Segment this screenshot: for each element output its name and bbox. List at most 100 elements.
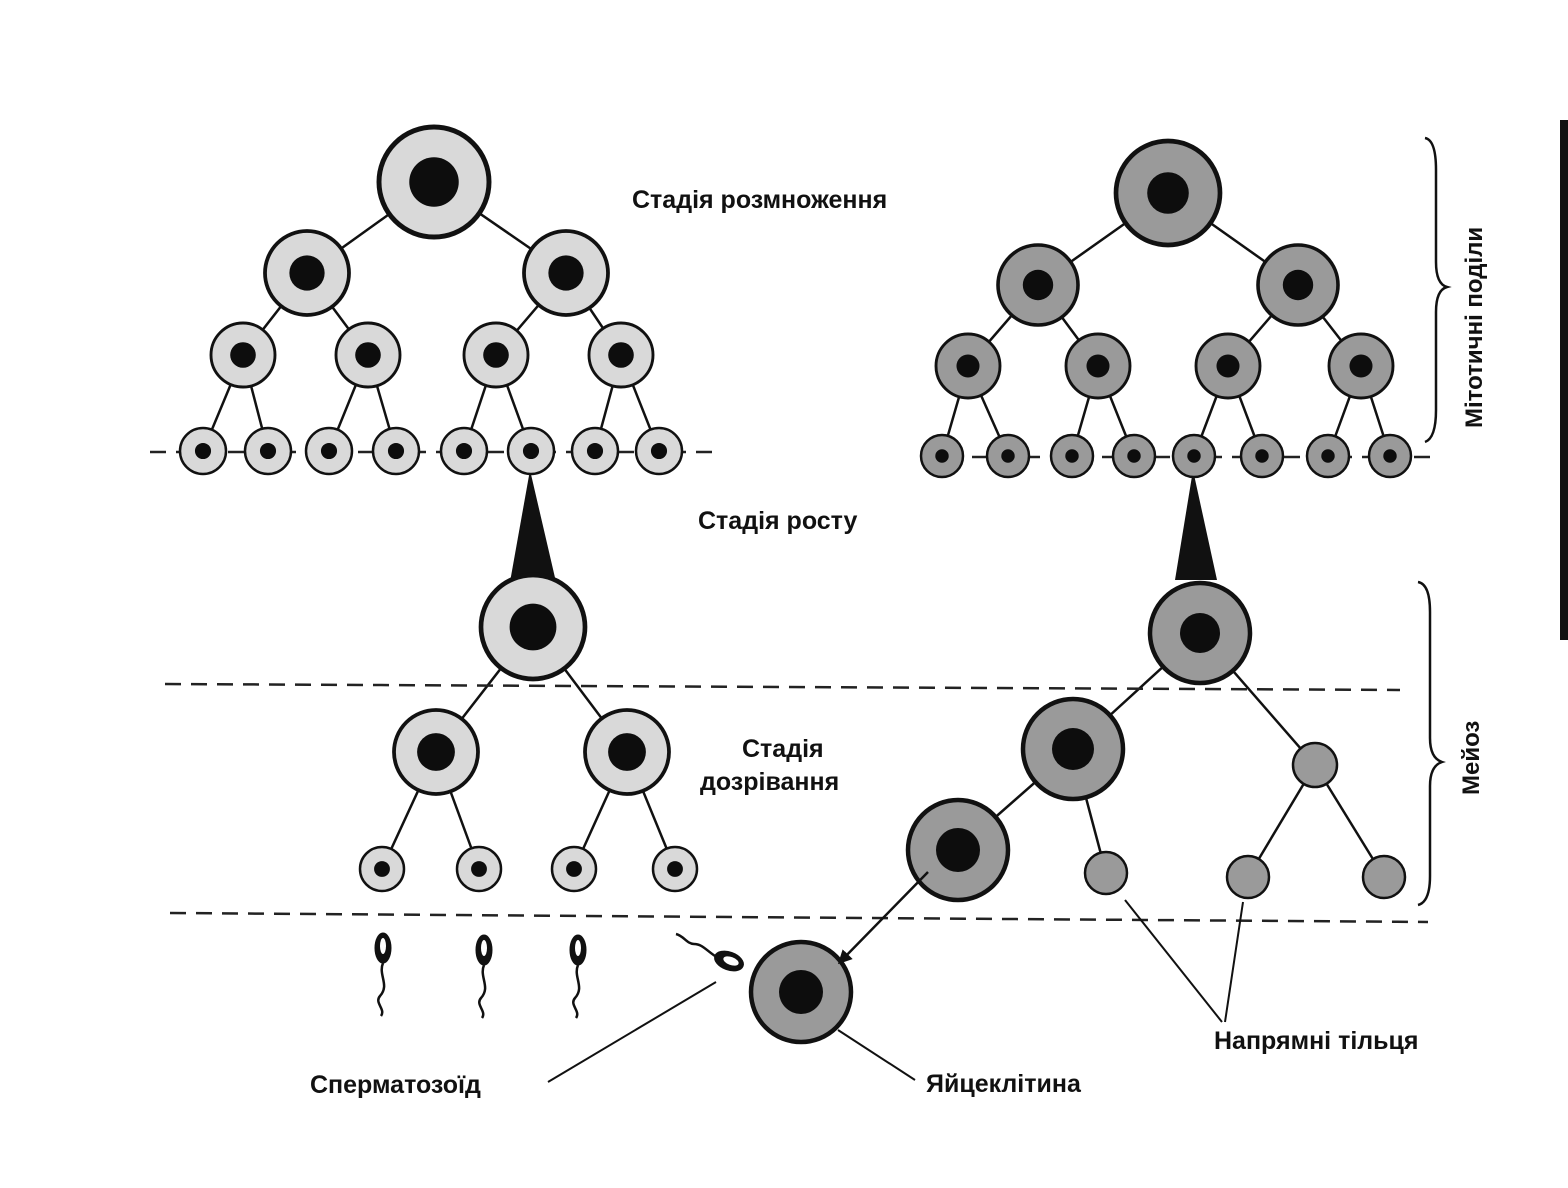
nucleus bbox=[779, 970, 823, 1014]
reproduction-stage-label: Стадія розмноження bbox=[632, 186, 887, 214]
nucleus bbox=[409, 157, 459, 207]
nucleus bbox=[522, 442, 540, 460]
nucleus bbox=[509, 603, 557, 651]
spermatid-cell bbox=[651, 845, 699, 893]
spermatid-cell bbox=[358, 845, 406, 893]
nucleus bbox=[355, 342, 381, 368]
nucleus bbox=[548, 255, 584, 291]
spermatogonium-cell bbox=[376, 124, 492, 240]
nucleus bbox=[230, 342, 256, 368]
egg-cell bbox=[748, 939, 854, 1045]
growth-wedge-male bbox=[510, 470, 556, 582]
secondary-spermatocyte-cell bbox=[583, 708, 671, 796]
nucleus bbox=[455, 442, 473, 460]
nucleus bbox=[936, 828, 980, 872]
mitotic-divisions-label: Мітотичні поділи bbox=[1461, 227, 1488, 428]
nucleus bbox=[1086, 354, 1110, 378]
oogonium-cell bbox=[985, 433, 1031, 479]
nucleus bbox=[417, 733, 455, 771]
leader-lines bbox=[547, 899, 1244, 1083]
sperm-cell bbox=[475, 934, 493, 1019]
nucleus bbox=[387, 442, 405, 460]
nucleus bbox=[1255, 449, 1269, 463]
oogonium-cell bbox=[1327, 332, 1395, 400]
growth-stage-label: Стадія росту bbox=[698, 507, 858, 535]
oogonium-cell bbox=[1049, 433, 1095, 479]
polar-body-leader bbox=[1224, 901, 1244, 1023]
sperm-cells bbox=[374, 932, 744, 1019]
nucleus bbox=[1349, 354, 1373, 378]
spermatogonium-cell bbox=[243, 426, 293, 476]
maturation-stage-label-line1: Стадія bbox=[742, 735, 824, 763]
oogonium-cell bbox=[1194, 332, 1262, 400]
polar-body-cell bbox=[1225, 854, 1271, 900]
nucleus bbox=[194, 442, 212, 460]
separator-line bbox=[169, 911, 1429, 924]
spermatogonium-cell bbox=[209, 321, 277, 389]
spermatogonium-cell bbox=[439, 426, 489, 476]
secondary-spermatocyte-cell bbox=[392, 708, 480, 796]
nucleus bbox=[1383, 449, 1397, 463]
nucleus bbox=[1187, 449, 1201, 463]
oogonium-cell bbox=[934, 332, 1002, 400]
polar-body-cell bbox=[1291, 741, 1339, 789]
sperm-cell-fertilizing bbox=[675, 932, 744, 972]
primary-oocyte-cell bbox=[1147, 580, 1253, 686]
nucleus bbox=[483, 342, 509, 368]
nucleus bbox=[586, 442, 604, 460]
spermatogonium-cell bbox=[570, 426, 620, 476]
cells bbox=[178, 124, 1413, 1045]
nucleus bbox=[471, 861, 487, 877]
nucleus bbox=[1052, 728, 1094, 770]
oogonium-cell bbox=[1111, 433, 1157, 479]
oogonium-cell bbox=[1113, 138, 1223, 248]
nucleus bbox=[1147, 172, 1189, 214]
spermatogonium-cell bbox=[334, 321, 402, 389]
primary-spermatocyte-cell bbox=[478, 572, 588, 682]
nucleus bbox=[608, 733, 646, 771]
nucleus bbox=[608, 342, 634, 368]
spermatogonium-cell bbox=[371, 426, 421, 476]
nucleus bbox=[935, 449, 949, 463]
oogonium-cell bbox=[996, 243, 1080, 327]
nucleus bbox=[1321, 449, 1335, 463]
nucleus bbox=[1022, 269, 1054, 301]
nucleus bbox=[1282, 269, 1314, 301]
mitosis-brace bbox=[1424, 136, 1452, 444]
spermatogonium-cell bbox=[587, 321, 655, 389]
polar-body-leader bbox=[1124, 899, 1223, 1023]
spermatogonium-cell bbox=[634, 426, 684, 476]
maturation-stage-label-line2: дозрівання bbox=[700, 768, 839, 796]
growth-wedge-female bbox=[1175, 470, 1217, 580]
nucleus bbox=[956, 354, 980, 378]
spermatogonium-cell bbox=[522, 229, 610, 317]
nucleus bbox=[1216, 354, 1240, 378]
oogonium-cell bbox=[919, 433, 965, 479]
oogonium-cell bbox=[1367, 433, 1413, 479]
separator-line bbox=[164, 682, 1401, 692]
oogonium-cell bbox=[1305, 433, 1351, 479]
nucleus bbox=[650, 442, 668, 460]
nucleus bbox=[259, 442, 277, 460]
nucleus bbox=[289, 255, 325, 291]
spermatogonium-cell bbox=[263, 229, 351, 317]
polar-bodies-label: Напрямні тільця bbox=[1214, 1027, 1418, 1055]
nucleus bbox=[566, 861, 582, 877]
spermatogonium-cell bbox=[506, 426, 556, 476]
spermatid-cell bbox=[550, 845, 598, 893]
secondary-oocyte-cell bbox=[1020, 696, 1126, 802]
egg-leader bbox=[837, 1029, 916, 1081]
nucleus bbox=[374, 861, 390, 877]
nucleus bbox=[1127, 449, 1141, 463]
polar-body-cell bbox=[1361, 854, 1407, 900]
nucleus bbox=[1180, 613, 1220, 653]
nucleus bbox=[667, 861, 683, 877]
oogonium-cell bbox=[1171, 433, 1217, 479]
meiosis-label: Мейоз bbox=[1458, 721, 1485, 795]
spermatogonium-cell bbox=[304, 426, 354, 476]
fertilization-arrow bbox=[837, 871, 929, 965]
meiosis-brace bbox=[1417, 580, 1446, 907]
margin-bar bbox=[1560, 120, 1568, 640]
egg-cell-label: Яйцеклітина bbox=[926, 1070, 1082, 1098]
oogonium-cell bbox=[1239, 433, 1285, 479]
